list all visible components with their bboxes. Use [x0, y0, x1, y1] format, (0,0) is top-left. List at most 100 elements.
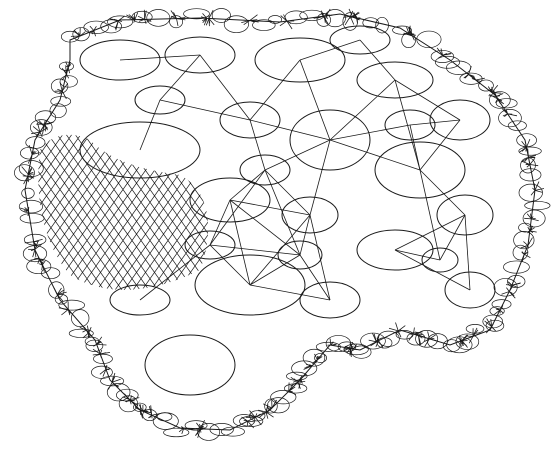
tuft-spike: [409, 334, 414, 340]
leaf-tuft: [328, 339, 337, 346]
tuft-spike: [248, 421, 254, 428]
leaf-tuft: [100, 365, 111, 377]
mesh-line: [297, 130, 417, 300]
mesh-line: [0, 130, 57, 300]
mesh-line: [117, 130, 237, 300]
mesh-line: [261, 130, 381, 300]
tuft-spike: [460, 335, 461, 341]
mesh-line: [324, 130, 444, 300]
mesh-line: [333, 130, 453, 300]
graph-edge: [160, 55, 200, 100]
tuft-spike: [413, 328, 414, 335]
boundary-cell: [417, 31, 441, 48]
graph-edge: [265, 140, 330, 170]
tuft-spike: [524, 218, 531, 219]
mesh-line: [0, 130, 111, 300]
boundary-cell: [147, 10, 170, 27]
boundary-cell: [269, 15, 282, 23]
graph-edge: [210, 245, 250, 285]
mesh-line: [351, 130, 471, 300]
boundary-cell: [525, 201, 550, 209]
boundary-cell: [71, 310, 89, 327]
mesh-line: [0, 130, 75, 300]
mesh-line: [342, 130, 462, 300]
mesh-line: [144, 130, 264, 300]
mesh-line: [153, 130, 273, 300]
tuft-spike: [506, 288, 509, 292]
boundary-cell: [22, 188, 35, 198]
boundary-cell: [517, 134, 537, 147]
mesh-line: [225, 130, 345, 300]
tuft-spike: [535, 190, 543, 192]
mesh-line: [0, 130, 21, 300]
graph-edge: [300, 60, 330, 140]
boundary-cell: [325, 10, 346, 27]
boundary-cell: [503, 261, 529, 273]
leaf-tuft: [90, 26, 97, 36]
graph-edge: [395, 250, 470, 290]
boundary-cell: [26, 137, 45, 149]
tuft-spike: [22, 167, 28, 175]
graph-edge: [210, 245, 300, 255]
graph-edge: [420, 120, 460, 170]
leaf-tuft: [531, 182, 544, 196]
graph-edge: [465, 215, 470, 290]
graph-edge: [440, 215, 465, 260]
tuft-spike: [90, 26, 94, 30]
graph-edge: [230, 200, 250, 285]
leaf-tuft: [22, 167, 35, 183]
graph-face-cells: [14, 8, 550, 440]
mesh-line: [270, 130, 390, 300]
graph-edge: [300, 40, 360, 60]
mesh-line: [0, 130, 3, 300]
boundary-cell: [20, 213, 44, 223]
mesh-line: [0, 130, 12, 300]
tuft-spike: [54, 288, 57, 295]
mesh-line: [288, 130, 408, 300]
mesh-line: [0, 130, 39, 300]
tuft-spike: [177, 19, 178, 26]
boundary-cell: [507, 275, 525, 287]
graph-edge: [250, 255, 300, 285]
mesh-line: [270, 130, 390, 300]
tuft-spike: [61, 309, 68, 315]
tuft-spike: [106, 365, 107, 369]
tuft-spike: [298, 382, 305, 383]
tuft-spike: [34, 258, 39, 259]
tuft-spike: [33, 249, 35, 257]
tuft-spike: [25, 242, 34, 243]
tuft-spike: [531, 219, 538, 221]
boundary-cell: [519, 184, 543, 201]
mesh-line: [0, 130, 30, 300]
tuft-spike: [476, 78, 485, 80]
boundary-cell: [107, 16, 132, 28]
graph-edge: [250, 120, 265, 170]
graph-edge: [420, 170, 465, 215]
tuft-spike: [118, 21, 122, 22]
mesh-line: [0, 130, 93, 300]
boundary-cell: [490, 307, 504, 316]
tuft-spike: [66, 74, 68, 78]
mesh-line: [0, 130, 21, 300]
graph-face: [145, 335, 235, 395]
tuft-spike: [492, 85, 498, 92]
mesh-line: [225, 130, 345, 300]
tuft-spike: [330, 339, 331, 346]
leaf-tuft: [258, 404, 273, 418]
tuft-spike: [83, 330, 87, 332]
mesh-line: [324, 130, 444, 300]
tuft-spike: [535, 189, 544, 191]
graph-edge: [250, 285, 330, 300]
mesh-line: [0, 130, 39, 300]
tuft-spike: [528, 227, 530, 231]
tuft-spike: [489, 96, 496, 97]
boundary-cell: [479, 80, 494, 91]
mesh-line: [261, 130, 381, 300]
mesh-line: [0, 130, 75, 300]
tuft-spike: [60, 82, 62, 91]
tuft-spike: [419, 336, 420, 345]
tuft-spike: [534, 184, 535, 191]
mesh-line: [0, 130, 66, 300]
mesh-line: [234, 130, 354, 300]
graph-edge: [330, 140, 420, 170]
